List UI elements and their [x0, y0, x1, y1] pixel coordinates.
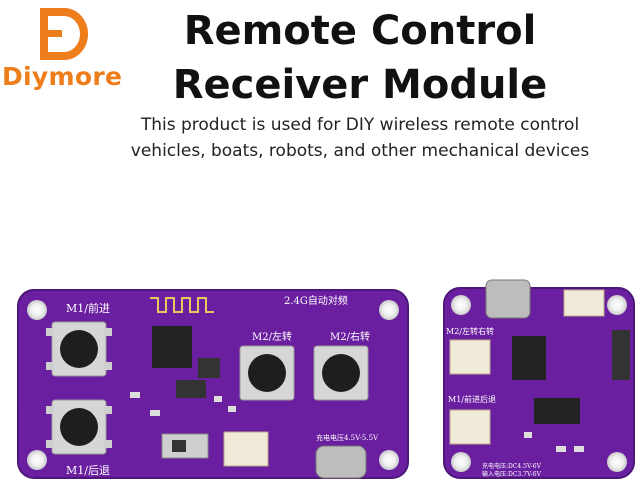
mount-hole-icon — [379, 450, 399, 470]
battery-connector — [223, 431, 269, 467]
product-description: This product is used for DIY wireless re… — [110, 112, 610, 164]
silk-charge-small: 充电电压:DC4.5V-6V — [482, 462, 542, 470]
title-line-1: Remote Control — [183, 8, 537, 54]
page-title: Remote Control Receiver Module — [140, 4, 580, 112]
motor-m1-connector — [449, 409, 491, 445]
silk-charge: 充电电压4.5V-5.5V — [316, 433, 379, 442]
silk-m2: M2/左转右转 — [446, 326, 494, 336]
silk-input-voltage: 输入电压:DC3.7V-6V — [482, 470, 542, 478]
mount-hole-icon — [607, 295, 627, 315]
motor-m2-connector — [449, 339, 491, 375]
diymore-logo: Diymore — [0, 0, 140, 95]
silk-m1: M1/前进后退 — [448, 394, 496, 404]
antenna-trace — [150, 297, 214, 313]
silk-m1-forward: M1/前进 — [66, 301, 110, 315]
mount-hole-icon — [451, 295, 471, 315]
chip — [534, 398, 580, 424]
chip-u1 — [152, 326, 192, 368]
title-line-2: Receiver Module — [172, 62, 548, 108]
mount-hole-icon — [379, 300, 399, 320]
usb-c-port — [315, 445, 367, 479]
chip — [512, 336, 546, 380]
mount-hole-icon — [607, 452, 627, 472]
chip — [176, 380, 206, 398]
usb-c-port — [485, 279, 531, 319]
mount-hole-icon — [451, 452, 471, 472]
receiver-board-small: M2/左转右转 M1/前进后退 充电电压:DC4.5V-6V 输入电压:DC3.… — [443, 279, 635, 479]
product-photo: M1/前进 M1/后退 M2/左转 M2/右转 2.4G自动对频 充电电压4.5… — [17, 279, 635, 479]
silk-m2-left: M2/左转 — [252, 330, 292, 343]
battery-connector — [563, 289, 605, 317]
side-switch — [612, 330, 630, 380]
button-m2-left — [239, 345, 295, 401]
chip — [198, 358, 220, 378]
mount-hole-icon — [27, 300, 47, 320]
silk-m2-right: M2/右转 — [330, 330, 370, 343]
mount-hole-icon — [27, 450, 47, 470]
button-m1-forward — [46, 321, 112, 377]
description-line-1: This product is used for DIY wireless re… — [140, 115, 580, 135]
button-m1-back — [46, 399, 112, 455]
brand-name: Diymore — [2, 62, 123, 91]
silk-m1-back: M1/后退 — [66, 464, 110, 477]
receiver-board-large: M1/前进 M1/后退 M2/左转 M2/右转 2.4G自动对频 充电电压4.5… — [17, 289, 409, 479]
diymore-logo-mark-icon — [40, 8, 88, 60]
button-m2-right — [313, 345, 369, 401]
description-line-2: vehicles, boats, robots, and other mecha… — [130, 141, 590, 161]
silk-auto-pair: 2.4G自动对频 — [284, 294, 348, 307]
